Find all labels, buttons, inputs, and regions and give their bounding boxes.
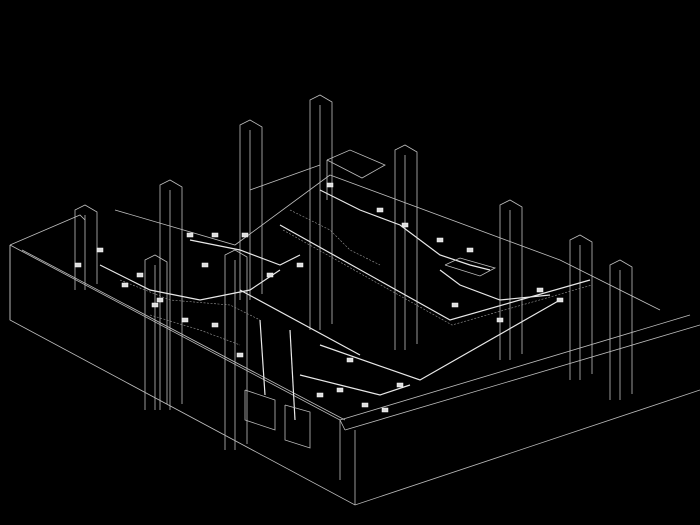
air-terminal-20 <box>496 317 504 323</box>
column-4 <box>394 144 418 350</box>
unit-2 <box>284 404 311 449</box>
air-terminal-14 <box>401 222 409 228</box>
air-terminal-17 <box>536 287 544 293</box>
column-2 <box>239 119 263 300</box>
air-terminal-24 <box>316 392 324 398</box>
air-terminal-16 <box>466 247 474 253</box>
wall-top-front <box>9 244 346 431</box>
air-terminal-9 <box>241 232 249 238</box>
wall-inner-front <box>21 249 346 421</box>
air-terminal-5 <box>211 322 219 328</box>
column-5 <box>499 199 523 360</box>
main-duct-east <box>279 224 591 321</box>
wall-inner-right <box>344 324 700 431</box>
air-terminal-28 <box>121 282 129 288</box>
shaft-top <box>326 149 386 179</box>
column-3 <box>309 94 333 330</box>
air-terminal-7 <box>201 262 209 268</box>
branch-north-east <box>319 189 491 271</box>
branch-west-2 <box>119 279 261 321</box>
air-terminal-29 <box>151 302 159 308</box>
building-walls <box>9 164 700 506</box>
riser-1 <box>259 319 266 396</box>
building-columns <box>74 94 633 450</box>
riser-2 <box>289 329 296 421</box>
air-terminal-21 <box>336 387 344 393</box>
air-terminal-10 <box>266 272 274 278</box>
wall-top-left <box>9 214 86 246</box>
branch-south <box>299 374 411 396</box>
air-terminal-0 <box>74 262 82 268</box>
main-duct-east-edge <box>282 229 593 326</box>
air-terminal-12 <box>326 182 334 188</box>
air-terminal-13 <box>376 207 384 213</box>
branch-north <box>289 209 381 266</box>
wall-back-left <box>114 174 331 246</box>
air-terminal-2 <box>136 272 144 278</box>
main-duct-link <box>239 289 361 356</box>
air-terminal-8 <box>211 232 219 238</box>
fan-unit <box>444 257 497 277</box>
wall-back-top <box>249 164 321 191</box>
wall-top-right-front <box>339 314 691 421</box>
air-terminal-1 <box>96 247 104 253</box>
column-0 <box>74 204 98 290</box>
ductwork <box>99 189 593 449</box>
air-terminal-6 <box>236 352 244 358</box>
air-terminals <box>74 182 564 413</box>
wall-back-right <box>329 174 661 311</box>
air-terminal-15 <box>436 237 444 243</box>
air-terminal-3 <box>156 297 164 303</box>
column-1 <box>159 179 183 410</box>
branch-east <box>439 269 551 301</box>
air-terminal-26 <box>396 382 404 388</box>
air-terminal-4 <box>181 317 189 323</box>
branch-west-1 <box>99 264 281 301</box>
unit-1 <box>244 389 276 431</box>
column-9 <box>144 254 168 410</box>
main-duct-south <box>319 299 561 381</box>
air-terminal-27 <box>186 232 194 238</box>
air-terminal-22 <box>361 402 369 408</box>
air-terminal-18 <box>556 297 564 303</box>
column-8 <box>224 249 248 450</box>
column-6 <box>569 234 593 380</box>
branch-southwest <box>149 314 241 346</box>
air-terminal-19 <box>451 302 459 308</box>
air-terminal-23 <box>381 407 389 413</box>
branch-north-west <box>189 239 301 266</box>
column-7 <box>609 259 633 400</box>
air-terminal-25 <box>346 357 354 363</box>
air-terminal-11 <box>296 262 304 268</box>
